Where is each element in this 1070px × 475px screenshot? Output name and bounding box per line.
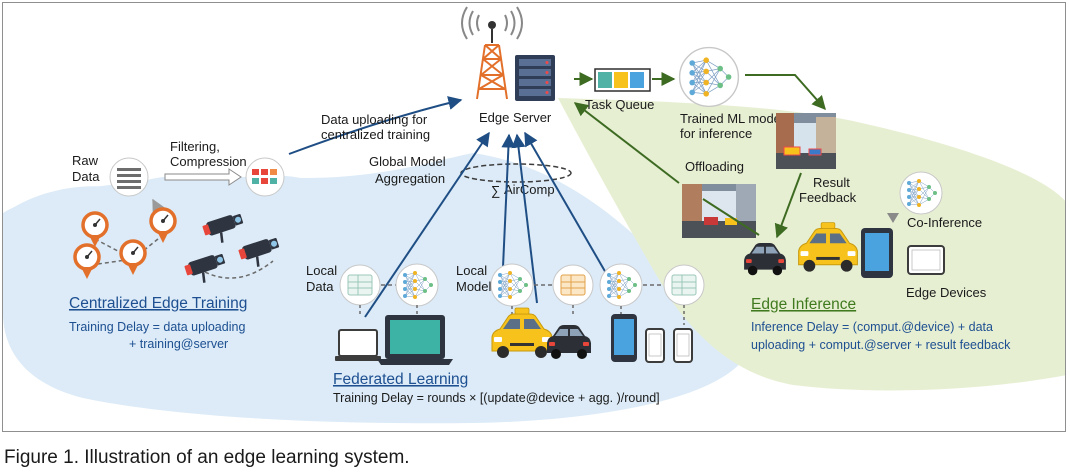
caption-text: Illustration of an edge learning system. [78, 447, 410, 468]
antenna-tower-icon [461, 6, 523, 100]
server-rack-icon [515, 55, 555, 101]
local-data-line2: Data [306, 279, 334, 294]
aircomp-label: AirComp [504, 182, 555, 197]
fl-model-arrow [501, 133, 516, 268]
result-feedback-line2: Feedback [799, 190, 857, 205]
queue-icon [594, 68, 651, 92]
laptop-icon [377, 315, 453, 365]
centralized-title: Centralized Edge Training [69, 295, 247, 312]
offloading-arrow [573, 102, 680, 184]
upload-line2: centralized training [321, 127, 430, 142]
street-photo-icon [776, 113, 836, 169]
edge-inference-title: Edge Inference [751, 296, 856, 313]
federated-delay: Training Delay = rounds × [(update@devic… [333, 391, 660, 405]
pointer-icon [887, 213, 899, 223]
smartphone-icon [861, 228, 893, 278]
local-data-line1: Local [306, 263, 337, 278]
result-feedback-arrow [774, 172, 802, 239]
centralized-delay-line2: + training@server [129, 337, 228, 351]
fl-car-arrow [511, 133, 538, 304]
tablet-icon [907, 245, 945, 275]
local-model-line2: Model [456, 279, 492, 294]
smartphone-icon [673, 328, 693, 363]
offloading-label: Offloading [685, 159, 744, 174]
local-data-icon [663, 264, 705, 306]
co-inference-label: Co-Inference [907, 215, 982, 230]
global-model-line2: Aggregation [375, 171, 445, 186]
raw-data-line2: Data [72, 169, 100, 184]
federated-title: Federated Learning [333, 371, 468, 388]
local-model-icon [552, 264, 594, 306]
packet-icon [245, 157, 285, 197]
upload-arrow [288, 96, 463, 155]
neural-network-icon [490, 263, 534, 307]
left-cloud-bump [3, 175, 303, 303]
global-model-line1: Global Model [369, 154, 446, 169]
neural-network-icon [899, 171, 943, 215]
figure-frame: Edge Server Task Queue Trained ML model … [2, 2, 1066, 432]
offloading-source-line [702, 198, 760, 236]
trained-model-line2: for inference [680, 126, 752, 141]
edge-inference-delay-line1: Inference Delay = (comput.@device) + dat… [751, 320, 993, 334]
filter-arrow [164, 168, 242, 186]
result-feedback-line1: Result [813, 175, 850, 190]
raw-data-line1: Raw [72, 153, 99, 168]
neural-network-icon [395, 263, 439, 307]
filtering-line1: Filtering, [170, 139, 220, 154]
edge-inference-delay-line2: uploading + comput.@server + result feed… [751, 338, 1011, 352]
neural-network-icon [678, 46, 740, 108]
model-to-result-arrow [745, 74, 826, 111]
smartphone-icon [645, 328, 665, 363]
smartphone-icon [611, 314, 637, 362]
figure-caption: Figure 1. Illustration of an edge learni… [4, 447, 410, 469]
centralized-delay-line1: Training Delay = data uploading [69, 320, 245, 334]
document-icon [109, 157, 149, 197]
laptop-icon [335, 329, 381, 361]
caption-label: Figure 1. [4, 447, 79, 468]
edge-devices-label: Edge Devices [906, 285, 987, 300]
trained-model-line1: Trained ML model [680, 111, 784, 126]
neural-network-icon [599, 263, 643, 307]
upload-line1: Data uploading for [321, 112, 428, 127]
filtering-line2: Compression [170, 154, 247, 169]
local-data-icon [339, 264, 381, 306]
task-queue-label: Task Queue [585, 97, 654, 112]
edge-server-label: Edge Server [479, 110, 552, 125]
aircomp-symbol: ∑ [491, 183, 500, 198]
fl-laptop-arrow [364, 131, 490, 318]
local-model-line1: Local [456, 263, 487, 278]
street-photo-icon [682, 184, 756, 238]
